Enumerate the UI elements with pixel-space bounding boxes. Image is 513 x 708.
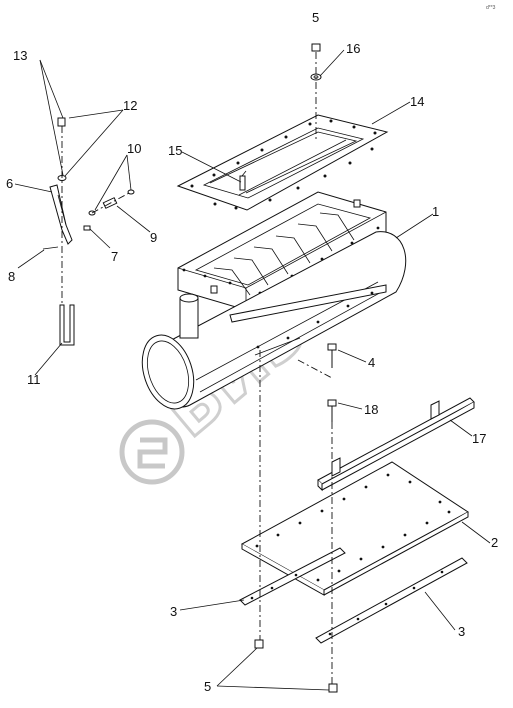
callout-16: 16 xyxy=(346,41,360,56)
assembly-center-lines xyxy=(61,52,333,684)
callout-2: 2 xyxy=(491,535,498,550)
watermark-logo-mark xyxy=(137,437,168,469)
bolt-4 xyxy=(327,343,337,368)
nut-13 xyxy=(57,117,66,127)
callout-8: 8 xyxy=(8,269,15,284)
angle-bracket xyxy=(317,397,475,492)
callout-14: 14 xyxy=(410,94,424,109)
pin-7 xyxy=(83,225,91,231)
nut-5-mid xyxy=(254,639,264,649)
callout-labels: 1 2 3 3 4 5 5 6 7 8 9 10 11 12 13 14 15 … xyxy=(6,10,498,694)
callout-5-bottom: 5 xyxy=(204,679,211,694)
bolt-18 xyxy=(327,399,337,422)
lever-6 xyxy=(49,184,73,245)
doc-code: d**3 xyxy=(486,5,496,11)
callout-15: 15 xyxy=(168,143,182,158)
bottom-plate xyxy=(240,461,469,596)
top-cover-plate xyxy=(176,114,389,211)
nut-5-top xyxy=(311,43,321,52)
callout-11: 11 xyxy=(27,372,41,387)
pin-8 xyxy=(42,246,59,250)
leader-lines xyxy=(14,49,491,691)
callout-3-left: 3 xyxy=(170,604,177,619)
callout-18: 18 xyxy=(364,402,378,417)
side-strip-right xyxy=(315,557,468,644)
housing-assembly xyxy=(141,191,407,410)
callout-5-top: 5 xyxy=(312,10,319,25)
callout-4: 4 xyxy=(368,355,375,370)
callout-12: 12 xyxy=(123,98,137,113)
callout-17: 17 xyxy=(472,431,486,446)
watermark-logo-icon xyxy=(119,419,185,485)
u-bolt-11 xyxy=(59,304,75,346)
callout-7: 7 xyxy=(111,249,118,264)
callout-10: 10 xyxy=(127,141,141,156)
callout-9: 9 xyxy=(150,230,157,245)
callout-1: 1 xyxy=(432,204,439,219)
lever-assembly xyxy=(42,117,135,346)
callout-6: 6 xyxy=(6,176,13,191)
callout-13: 13 xyxy=(13,48,27,63)
nut-5-bottom xyxy=(328,683,338,693)
callout-3-right: 3 xyxy=(458,624,465,639)
side-strip-left xyxy=(239,547,346,606)
